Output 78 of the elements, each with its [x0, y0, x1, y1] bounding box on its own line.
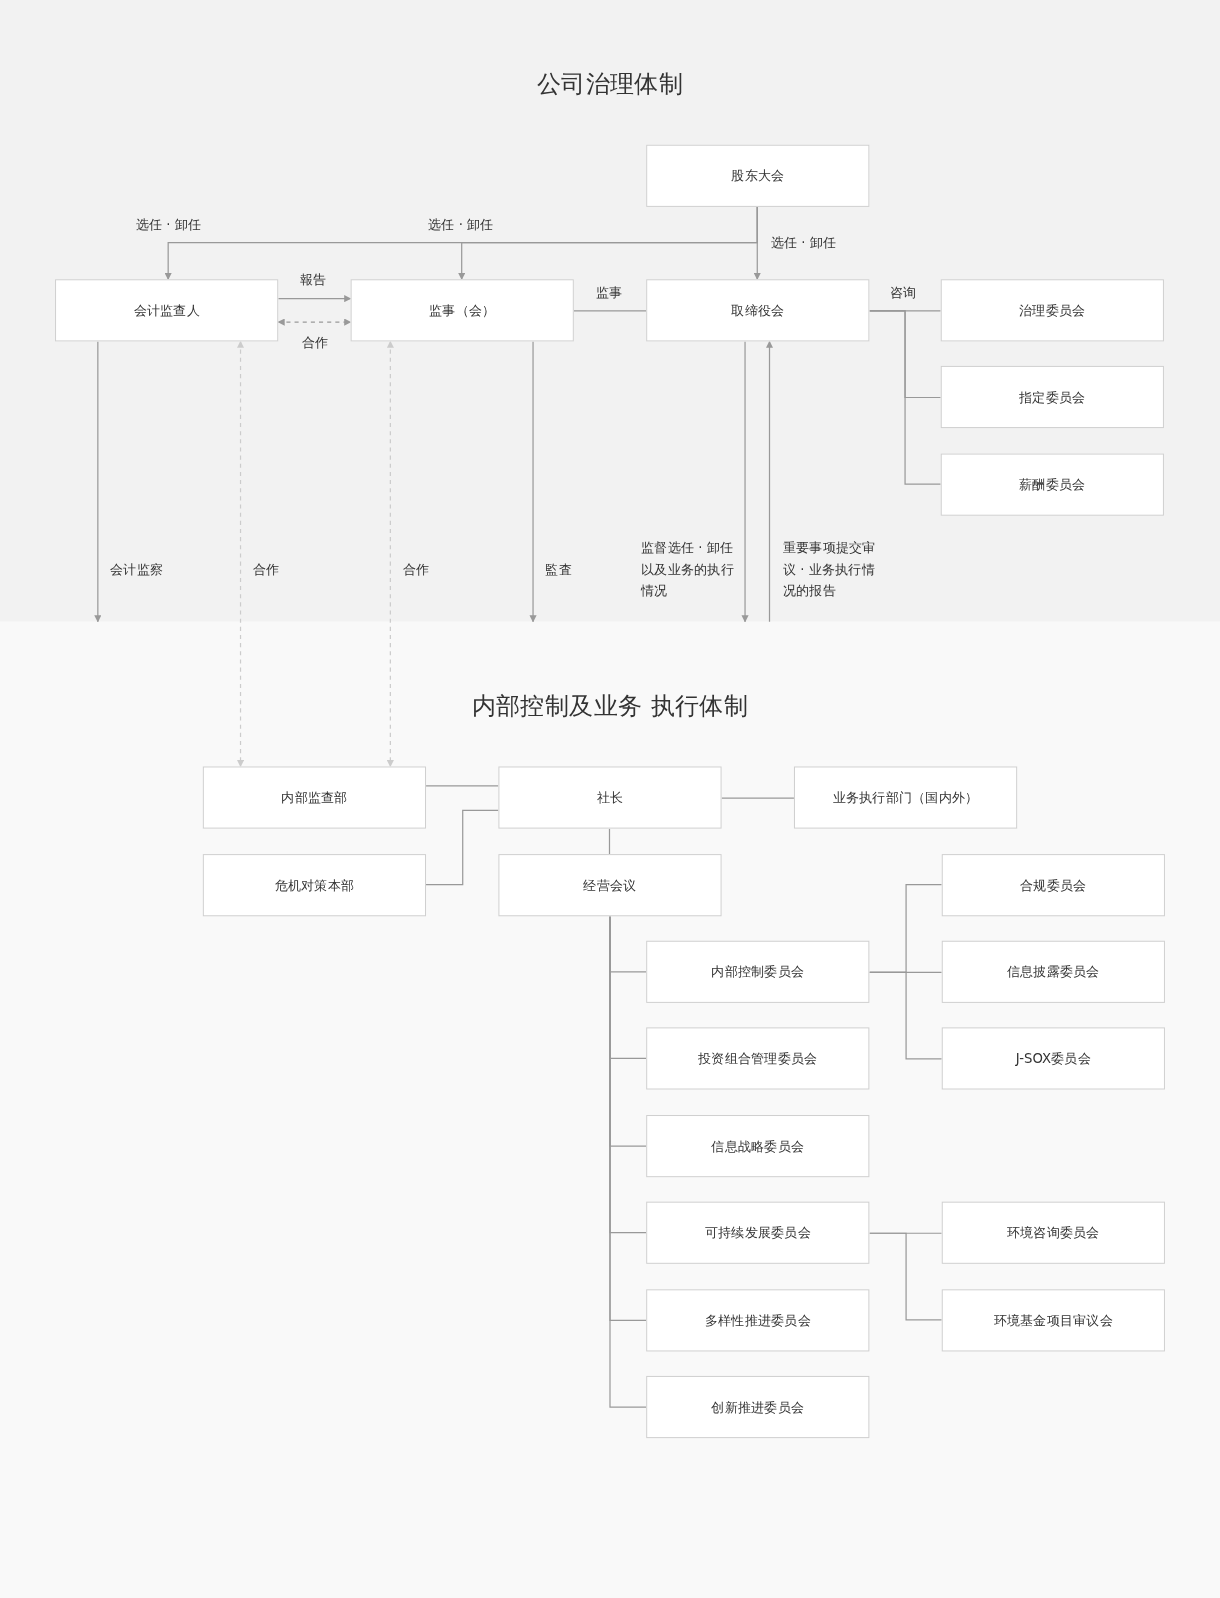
org-box — [55, 279, 279, 342]
connector-line — [721, 797, 795, 799]
arrow — [94, 340, 102, 623]
edge-label: 重要事项提交审议 · 业务执行情况的报告 — [782, 539, 877, 601]
dashed-arrow — [386, 340, 394, 768]
box-label: 合规委员会 — [1020, 876, 1087, 895]
diagram-title: 公司治理体制 — [535, 68, 685, 100]
org-box — [646, 1115, 870, 1178]
box-label: 监事（会） — [429, 301, 496, 320]
box-label: 业务执行部门（国内外） — [832, 788, 979, 807]
arrow — [765, 340, 774, 623]
org-box — [941, 940, 1165, 1003]
box-label: 环境咨询委员会 — [1007, 1223, 1100, 1242]
edge-label: 報告 — [299, 271, 328, 290]
box-label: J-SOX委员会 — [1015, 1049, 1091, 1068]
box-label: 多样性推进委员会 — [704, 1311, 811, 1330]
box-label: 取缔役会 — [731, 301, 785, 320]
section-title: 内部控制及业务 执行体制 — [470, 691, 750, 723]
box-label: 信息披露委员会 — [1007, 962, 1100, 981]
box-label: 指定委员会 — [1019, 387, 1086, 407]
arrow — [753, 206, 761, 280]
box-label: 投资组合管理委员会 — [698, 1049, 818, 1068]
box-label: 薪酬委员会 — [1019, 475, 1086, 494]
org-box — [646, 1289, 870, 1352]
connector-line — [573, 310, 647, 312]
org-box — [793, 766, 1018, 829]
edge-label: 监督选任 · 卸任以及业务的执行情况 — [641, 539, 735, 601]
box-label: 治理委员会 — [1019, 301, 1086, 320]
arrow — [277, 295, 352, 303]
edge-label: 合作 — [301, 333, 330, 352]
connector-line — [608, 828, 611, 855]
box-label: 内部控制委员会 — [711, 962, 805, 981]
org-box — [941, 1027, 1165, 1090]
org-box — [350, 279, 574, 342]
box-label: 社长 — [596, 788, 624, 807]
org-box — [202, 854, 427, 917]
connector-line — [425, 785, 499, 787]
edge-label: 选任 · 卸任 — [428, 216, 495, 235]
edge-label: 監査 — [545, 560, 573, 579]
org-box — [498, 854, 722, 917]
box-label: 可持续发展委员会 — [704, 1223, 811, 1242]
edge-label: 选任 · 卸任 — [135, 216, 203, 235]
edge-label: 合作 — [402, 560, 431, 579]
box-label: 内部监查部 — [281, 788, 348, 807]
connector-line — [425, 809, 499, 886]
edge-label: 咨询 — [889, 283, 918, 302]
org-box — [646, 1201, 870, 1264]
org-box — [941, 1201, 1165, 1264]
connector-line — [868, 971, 943, 1060]
edge-label: 会计监察 — [110, 560, 165, 579]
box-label: 环境基金项目审议会 — [993, 1311, 1113, 1330]
edge-label: 选任 · 卸任 — [770, 233, 838, 252]
connector-line — [868, 310, 942, 485]
edge-label: 监事 — [596, 283, 624, 302]
box-label: 信息战略委员会 — [711, 1136, 805, 1156]
org-box — [202, 766, 427, 829]
box-label: 股东大会 — [731, 166, 785, 185]
org-box — [940, 279, 1164, 342]
org-box — [646, 144, 870, 207]
edge-label: 合作 — [252, 560, 281, 579]
org-box — [646, 940, 870, 1003]
org-box — [940, 453, 1164, 516]
dashed-arrow — [236, 340, 245, 768]
org-box — [941, 854, 1165, 917]
org-box — [646, 279, 870, 342]
dashed-arrow — [277, 318, 352, 326]
box-label: 创新推进委员会 — [711, 1397, 805, 1417]
org-box — [498, 766, 722, 829]
arrow — [741, 340, 749, 623]
arrow — [529, 340, 537, 623]
connector-line — [868, 1232, 943, 1321]
org-box — [646, 1375, 870, 1439]
org-box — [646, 1027, 870, 1090]
box-label: 经营会议 — [583, 876, 637, 895]
org-box — [941, 1289, 1165, 1352]
box-label: 危机对策本部 — [274, 876, 355, 895]
org-box — [940, 365, 1164, 429]
box-label: 会计监查人 — [133, 301, 200, 320]
